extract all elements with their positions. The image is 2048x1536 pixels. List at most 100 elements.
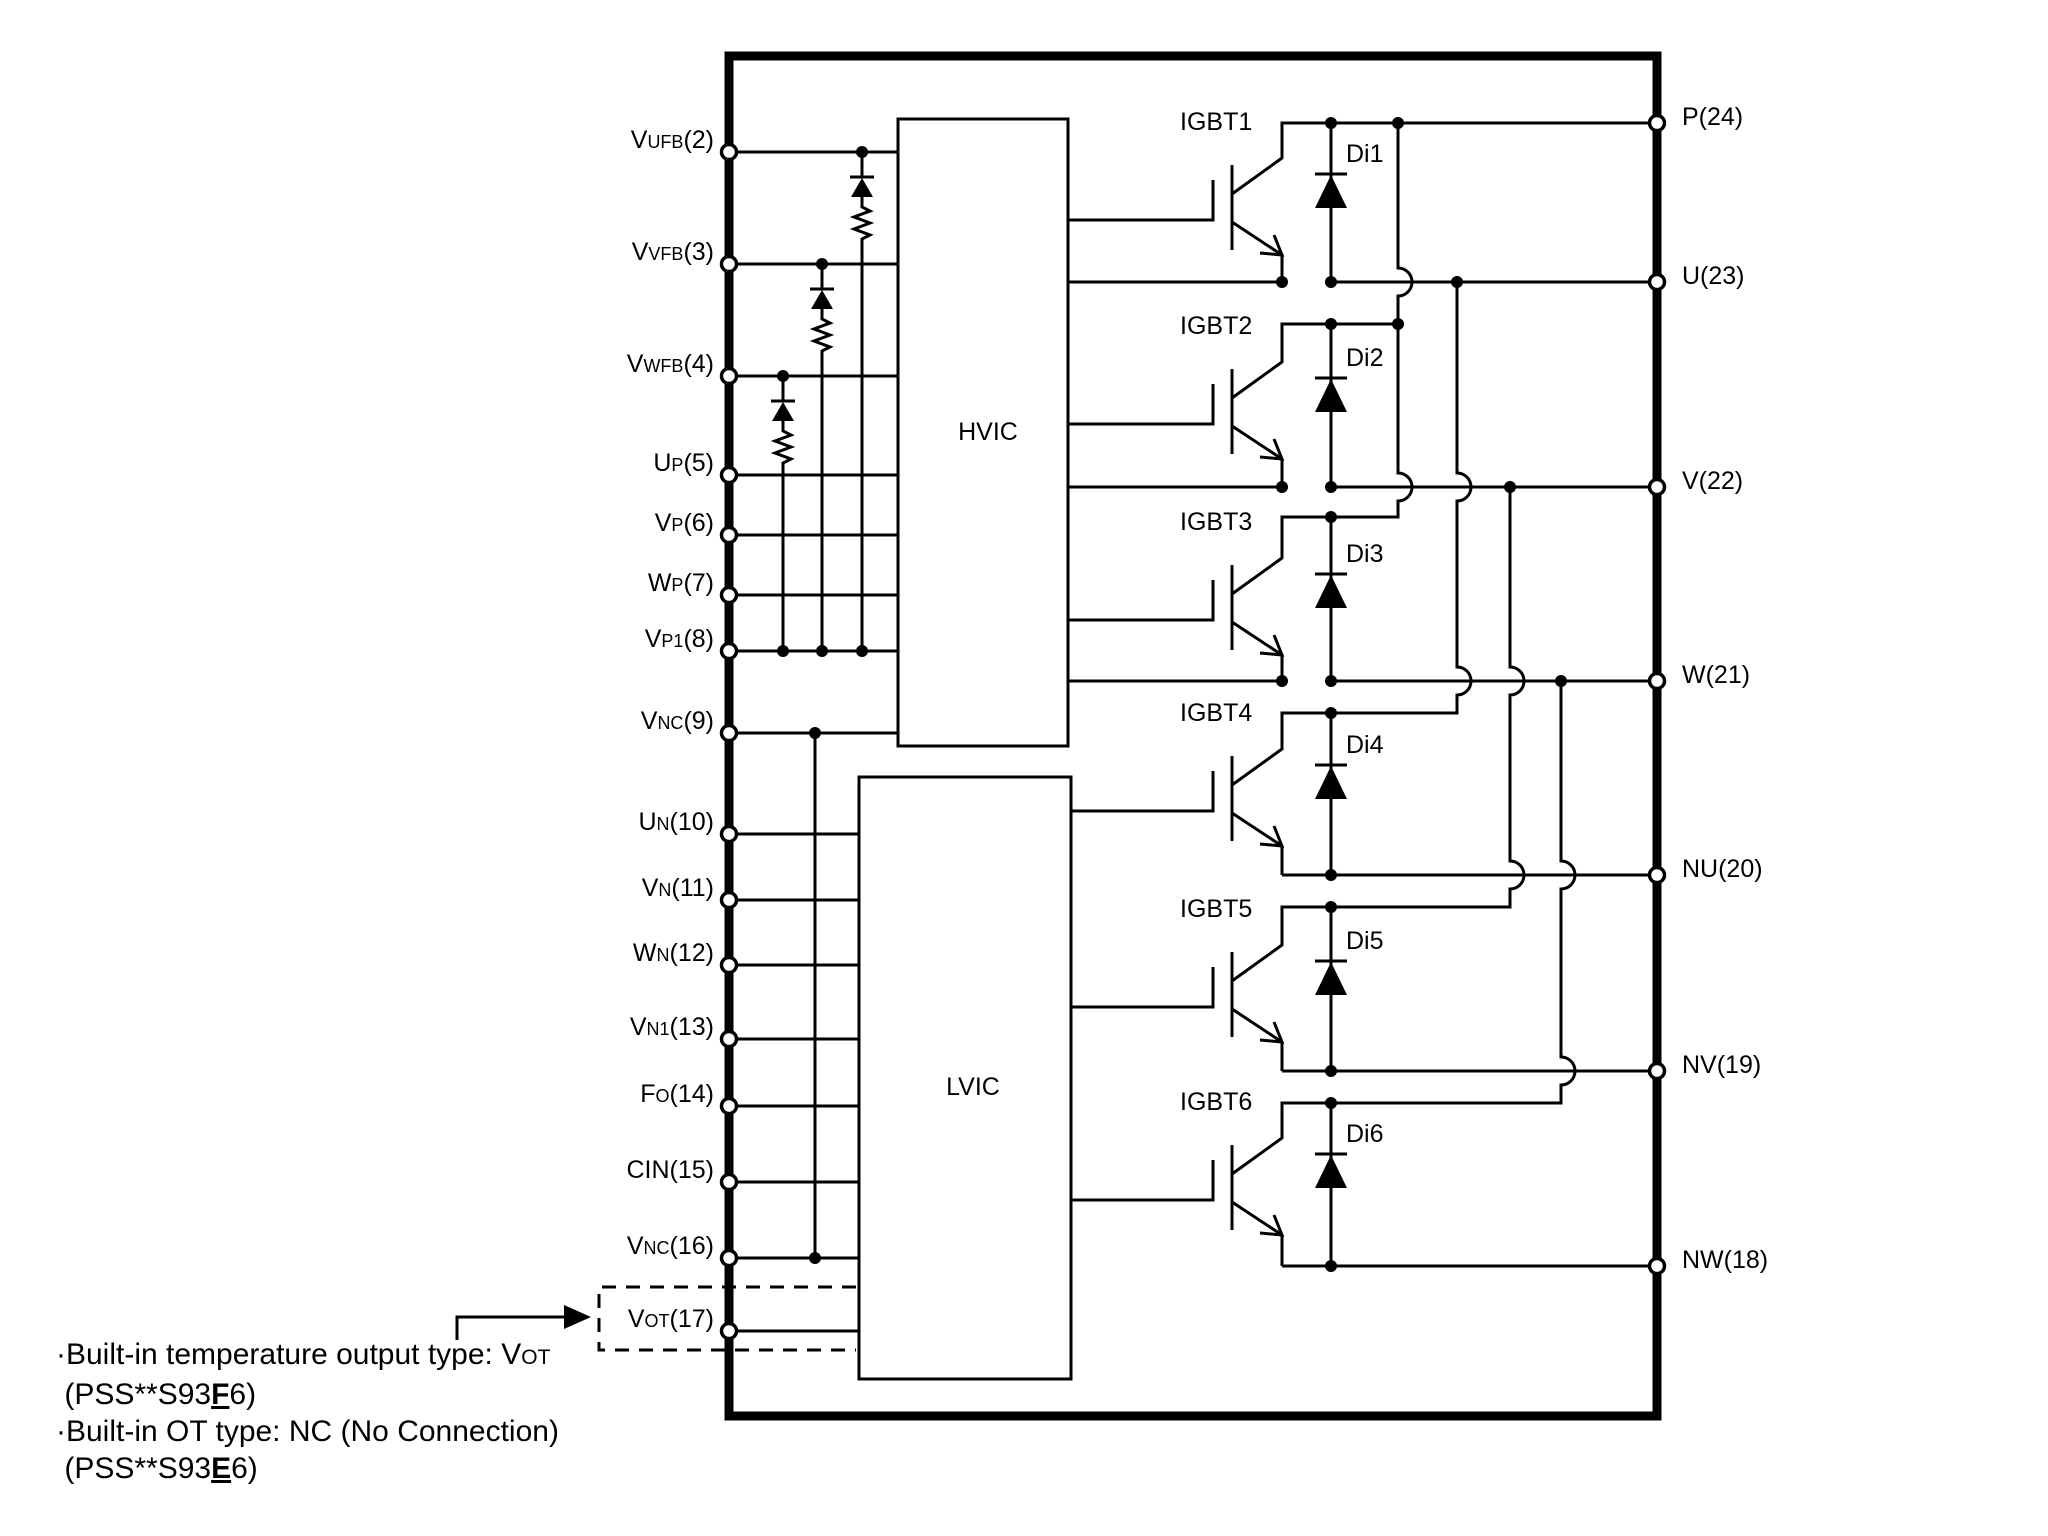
pin-terminal [719, 955, 739, 975]
note-line-1: ·Built-in temperature output type: VOT [56, 1338, 551, 1371]
igbt-emitter [1231, 620, 1284, 681]
pin-terminal [1647, 113, 1667, 133]
pin-terminal [719, 142, 739, 162]
igbt-emitter-arrow-icon [1259, 438, 1285, 461]
junction-dot [1325, 117, 1337, 129]
junction-dot [1504, 481, 1516, 493]
p-bus-to-igbt3 [1331, 324, 1414, 519]
junction-dot [809, 727, 821, 739]
pin-terminal [1647, 1061, 1667, 1081]
pin-label: CIN(15) [626, 1156, 714, 1184]
pin-label: W(21) [1682, 661, 1750, 689]
diode-icon [1315, 766, 1347, 799]
pin-label: WP(7) [648, 569, 714, 597]
junction-dot [1325, 869, 1337, 881]
pin-label: VP(6) [655, 509, 714, 537]
igbt-emitter [1231, 220, 1284, 282]
pin-terminal [719, 890, 739, 910]
junction-dot [809, 1252, 821, 1264]
pin-terminal [719, 723, 739, 743]
igbt-label: IGBT5 [1180, 895, 1252, 923]
junction-dot [1325, 511, 1337, 523]
pin-label: VP1(8) [645, 625, 714, 653]
pin-terminal [719, 525, 739, 545]
junction-dot [816, 258, 828, 270]
diode-label: Di5 [1346, 927, 1384, 955]
pin-terminal [719, 585, 739, 605]
igbt-collector [1231, 905, 1331, 983]
pin-label: FO(14) [640, 1080, 714, 1108]
components [771, 117, 1567, 1272]
diode-icon [1315, 175, 1347, 208]
pin-label: P(24) [1682, 103, 1743, 131]
diode-label: Di6 [1346, 1120, 1384, 1148]
diode-icon [1315, 575, 1347, 608]
igbt-emitter-arrow-icon [1259, 1214, 1285, 1237]
pin-label: WN(12) [633, 939, 714, 967]
v-to-igbt5 [1331, 487, 1526, 909]
junction-dot [1325, 318, 1337, 330]
pin-terminal [719, 254, 739, 274]
igbt-emitter-arrow-icon [1259, 1021, 1285, 1044]
gate-wire [1071, 771, 1215, 813]
pin-terminal [719, 1029, 739, 1049]
labels: IGBT1Di1IGBT2Di2IGBT3Di3IGBT4Di4IGBT5Di5… [626, 103, 1768, 1333]
bootstrap-diode-icon [811, 290, 833, 309]
pin-label: NW(18) [1682, 1246, 1768, 1274]
junction-dot [1325, 1097, 1337, 1109]
junction-dot [1325, 901, 1337, 913]
bootstrap-diode-icon [772, 402, 794, 421]
junction-dot [856, 645, 868, 657]
p-bus-to-igbt2 [1331, 123, 1414, 326]
hvic-block [896, 117, 1070, 748]
lvic-label: LVIC [946, 1073, 1000, 1101]
pin-label: VN(11) [642, 874, 714, 902]
diode-label: Di2 [1346, 344, 1384, 372]
junction-dot [1325, 1065, 1337, 1077]
vot-arrow-head [564, 1305, 591, 1329]
pin-terminal [719, 1248, 739, 1268]
hvic-label: HVIC [958, 418, 1018, 446]
junction-dot [1325, 675, 1337, 687]
junction-dot [777, 645, 789, 657]
pins [719, 113, 1667, 1341]
pin-terminal [719, 1172, 739, 1192]
pin-terminal [1647, 1256, 1667, 1276]
pin-label: UP(5) [653, 449, 714, 477]
pin-label: VN1(13) [630, 1013, 714, 1041]
bootstrap-resistor-icon [849, 197, 875, 651]
bootstrap-resistor-icon [770, 421, 796, 651]
pin-terminal [719, 641, 739, 661]
note-line-2: (PSS**S93F6) [56, 1378, 257, 1411]
pin-label: VWFB(4) [627, 350, 714, 378]
pin-terminal [719, 824, 739, 844]
igbt-collector [1231, 322, 1331, 400]
pin-terminal [719, 1096, 739, 1116]
igbt-collector [1231, 515, 1331, 596]
junction-dot [1276, 675, 1288, 687]
igbt-label: IGBT6 [1180, 1088, 1252, 1116]
junction-dot [1325, 481, 1337, 493]
pin-terminal [719, 366, 739, 386]
pin-label: NV(19) [1682, 1051, 1761, 1079]
junction-dot [1555, 675, 1567, 687]
pin-label: VVFB(3) [632, 238, 714, 266]
junction-dot [856, 146, 868, 158]
pin-label: V(22) [1682, 467, 1743, 495]
junction-dot [1325, 1260, 1337, 1272]
pin-label: VNC(16) [627, 1232, 714, 1260]
diode-icon [1315, 1155, 1347, 1188]
junction-dot [1392, 318, 1404, 330]
igbt-emitter-arrow-icon [1259, 634, 1285, 657]
pin-label: U(23) [1682, 262, 1745, 290]
igbt-label: IGBT4 [1180, 699, 1252, 727]
igbt-collector [1231, 121, 1331, 196]
diode-label: Di1 [1346, 140, 1384, 168]
note-line-3: ·Built-in OT type: NC (No Connection) [56, 1415, 559, 1448]
junction-dot [777, 370, 789, 382]
pin-terminal [1647, 671, 1667, 691]
note-line-4: (PSS**S93E6) [56, 1452, 258, 1485]
gate-wire [1071, 967, 1215, 1009]
diode-icon [1315, 379, 1347, 412]
